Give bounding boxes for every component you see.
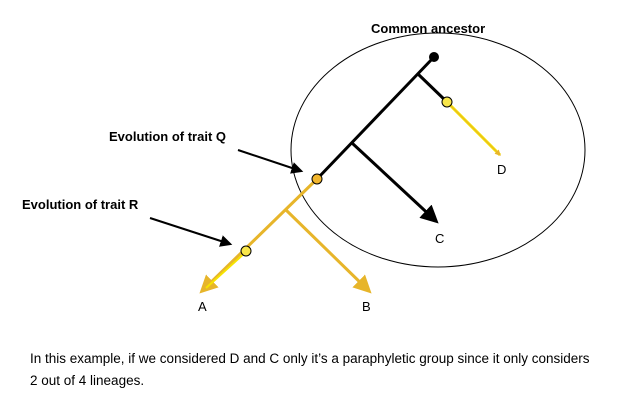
branch-to-d-black	[416, 72, 449, 104]
branch-q-to-a	[199, 177, 319, 294]
trait-q-pointer	[237, 149, 304, 174]
branch-to-c	[350, 141, 439, 224]
clade-ellipse	[290, 32, 586, 268]
branch-root-to-q	[315, 55, 436, 181]
ancestor-node	[429, 52, 439, 62]
caption-text: In this example, if we considered D and …	[30, 351, 590, 388]
trait-r-dot	[240, 245, 252, 257]
trait-dot-d	[441, 96, 453, 108]
trait-r-pointer	[149, 217, 233, 247]
branch-to-a-highlight	[205, 250, 248, 289]
common-ancestor-label: Common ancestor	[371, 21, 486, 36]
tip-a-label: A	[198, 299, 207, 314]
trait-q-dot	[311, 173, 323, 185]
trait-r-label: Evolution of trait R	[22, 197, 139, 212]
trait-q-label: Evolution of trait Q	[109, 129, 226, 144]
branch-to-b	[284, 208, 372, 294]
tip-d-label: D	[497, 162, 507, 177]
tip-c-label: C	[435, 231, 445, 246]
branch-to-d-yellow-edge	[450, 105, 501, 156]
tip-b-label: B	[362, 299, 371, 314]
